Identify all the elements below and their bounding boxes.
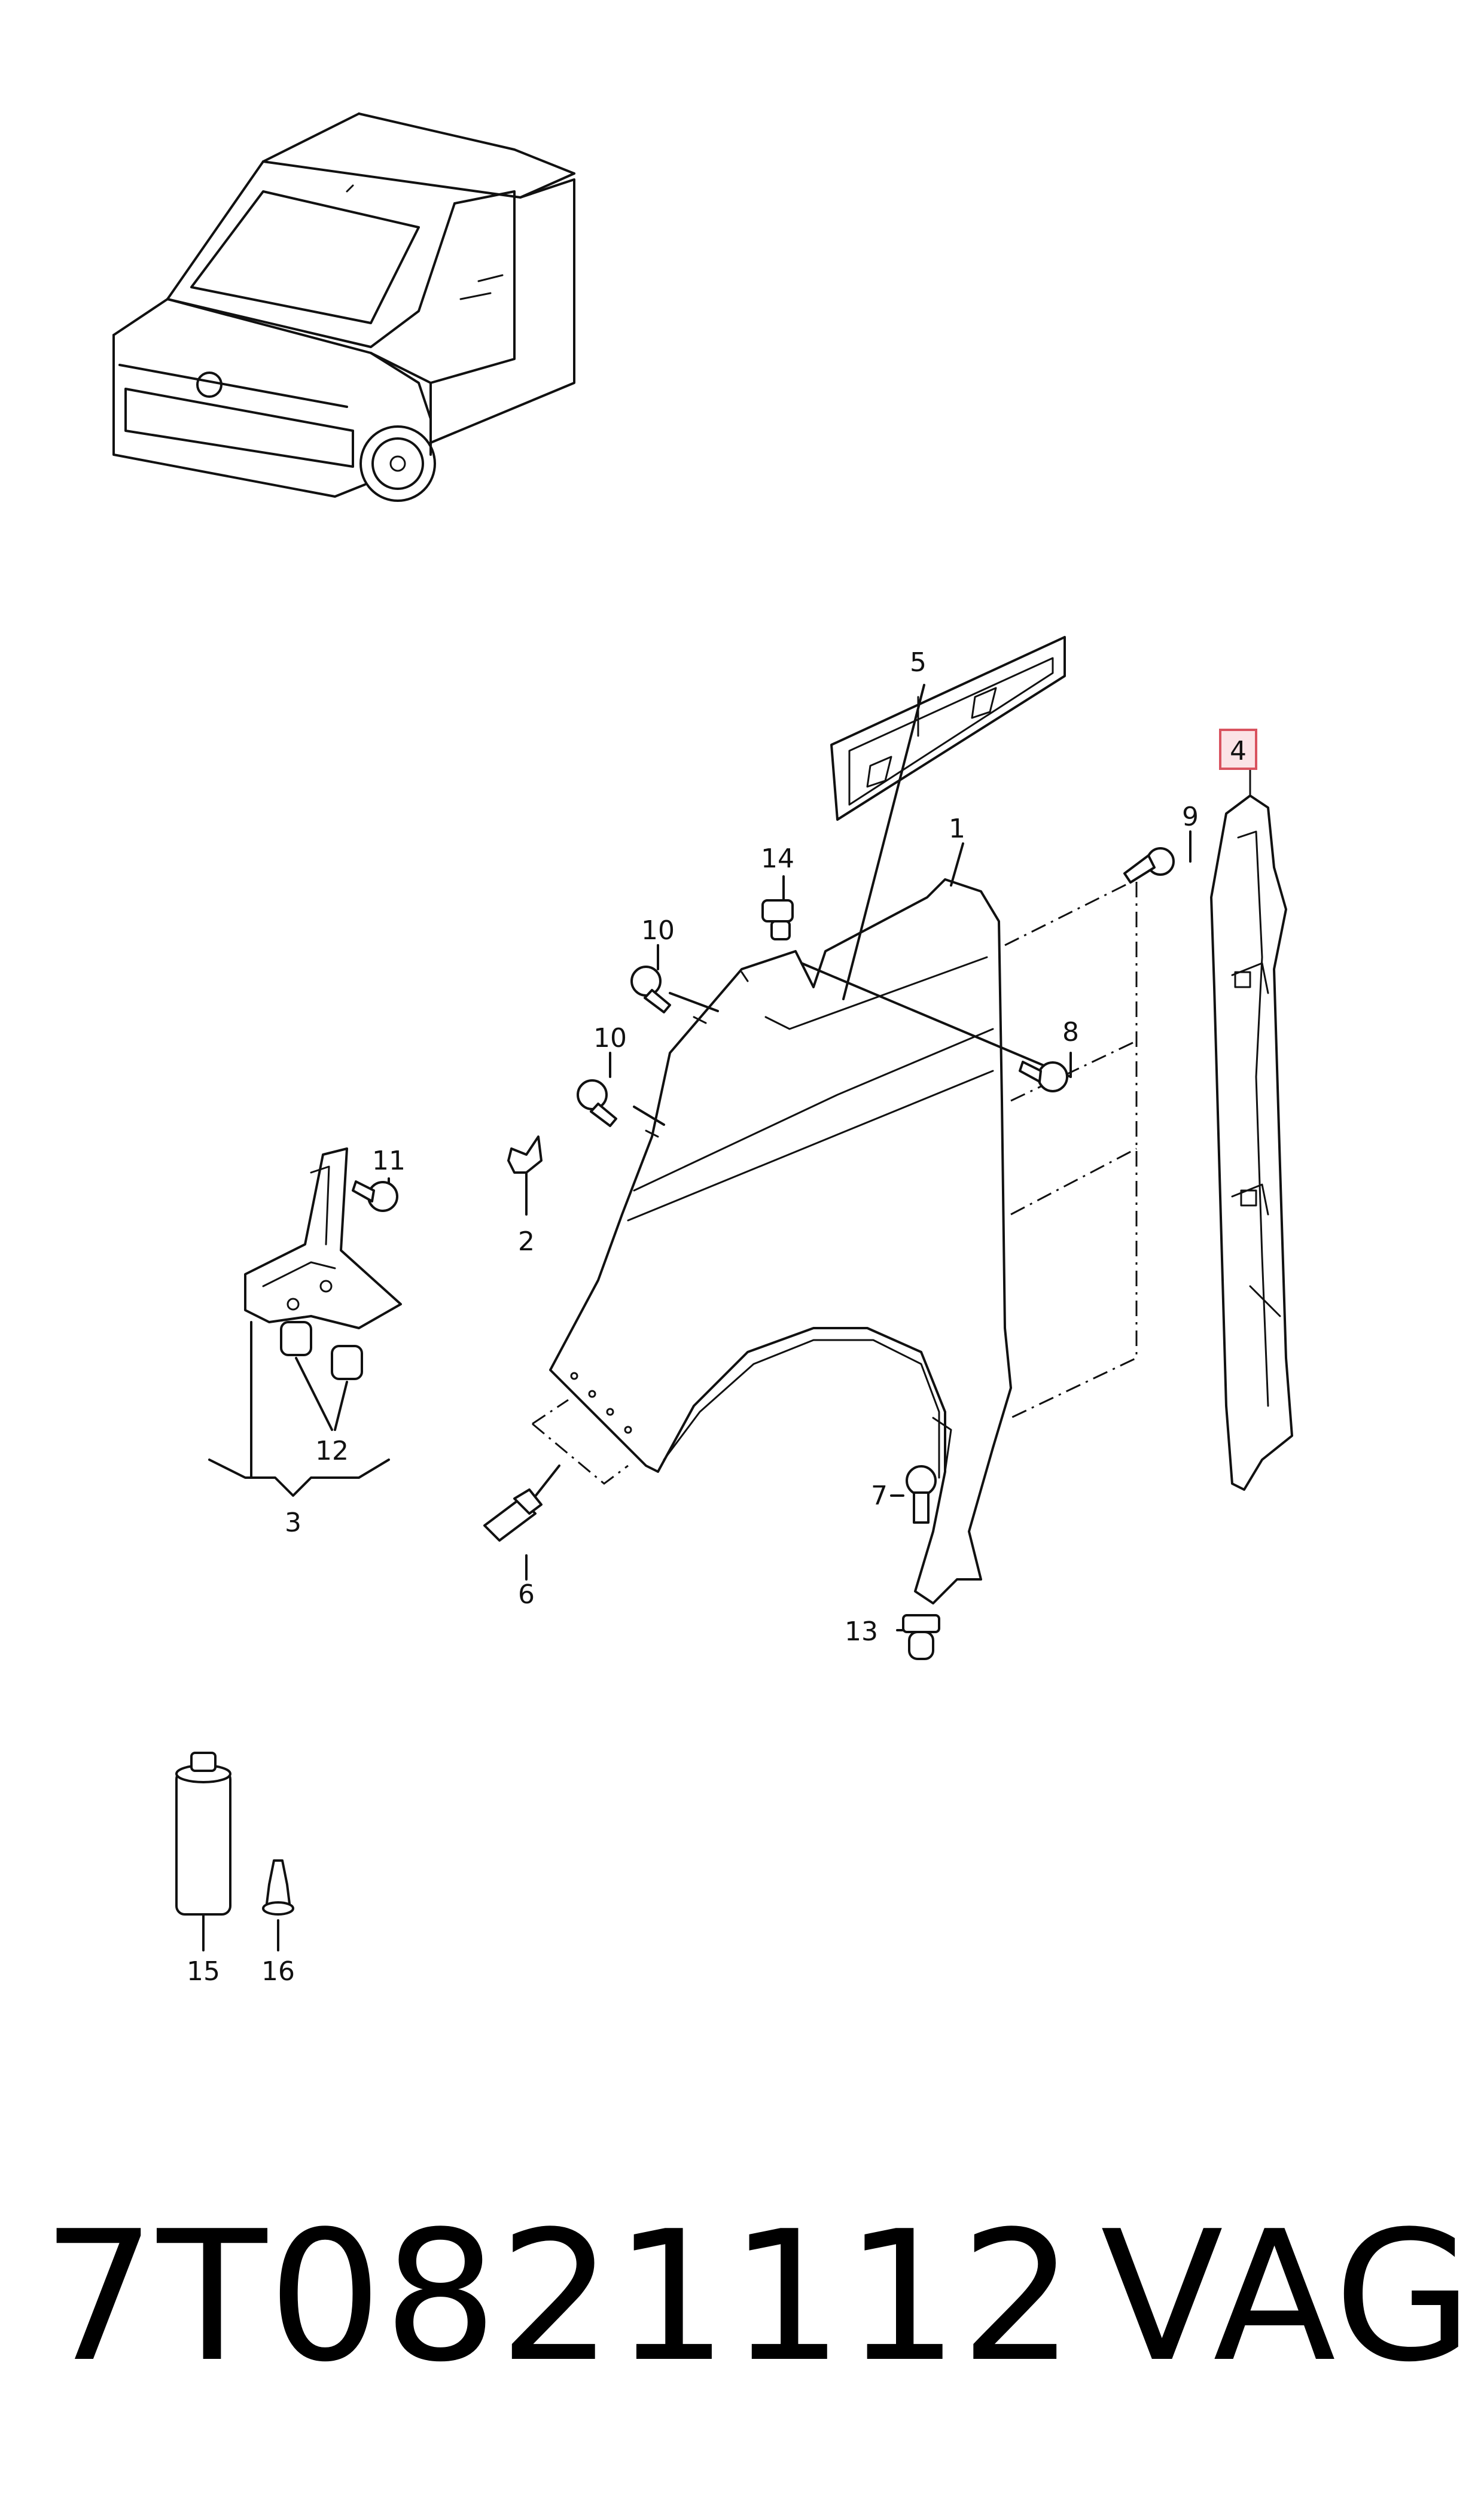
brand-text: VAG: [1101, 2193, 1474, 2401]
part-13-clip: [902, 1614, 940, 1660]
label-5: 5: [910, 647, 927, 678]
label-3: 3: [285, 1508, 301, 1538]
vehicle-overview: [112, 112, 575, 502]
label-13: 13: [845, 1616, 878, 1647]
label-11: 11: [372, 1146, 406, 1176]
part-14-clip: [761, 899, 794, 940]
part-1-fender: [549, 878, 1012, 1604]
label-1: 1: [949, 814, 965, 844]
leader-lines: [202, 684, 1192, 1951]
callout-labels: 1 2 3 4 5 6 7 8 9 10 10 11 12 13 14 15 1…: [187, 647, 1247, 1987]
label-2: 2: [518, 1226, 535, 1257]
label-10-upper: 10: [641, 915, 675, 946]
part-3-assembly: [244, 1147, 402, 1329]
label-10-lower: 10: [593, 1023, 627, 1054]
label-16: 16: [261, 1956, 295, 1987]
part-15-cartridge: [175, 1752, 231, 1916]
label-12: 12: [315, 1436, 349, 1466]
part-number-text: 7T0821112: [42, 2193, 1076, 2401]
part-16-grommet: [262, 1859, 294, 1916]
label-6: 6: [518, 1579, 535, 1610]
part-3-bracket: [208, 1459, 390, 1497]
label-7: 7: [871, 1481, 888, 1511]
part-4-liner: [1210, 759, 1293, 1491]
fasteners: [175, 847, 1175, 1916]
part-9-bolt: [1123, 847, 1175, 884]
part-7-screw: [906, 1465, 937, 1524]
part-6-stud: [483, 1488, 543, 1542]
label-9: 9: [1182, 802, 1199, 832]
label-4-highlight: [1219, 729, 1257, 770]
part-11-screw: [352, 1180, 398, 1212]
part-8-bolt: [1019, 1061, 1068, 1092]
part-2-clip: [507, 1135, 543, 1186]
part-10-screw-upper: [630, 966, 671, 1013]
part-12-nuts: [280, 1321, 363, 1380]
label-4: 4: [1230, 736, 1247, 766]
label-15: 15: [187, 1956, 220, 1987]
label-14: 14: [761, 844, 794, 874]
part-10-screw-lower: [577, 1079, 617, 1127]
part-5-trim-strip: [830, 636, 1066, 821]
label-8: 8: [1062, 1017, 1079, 1048]
